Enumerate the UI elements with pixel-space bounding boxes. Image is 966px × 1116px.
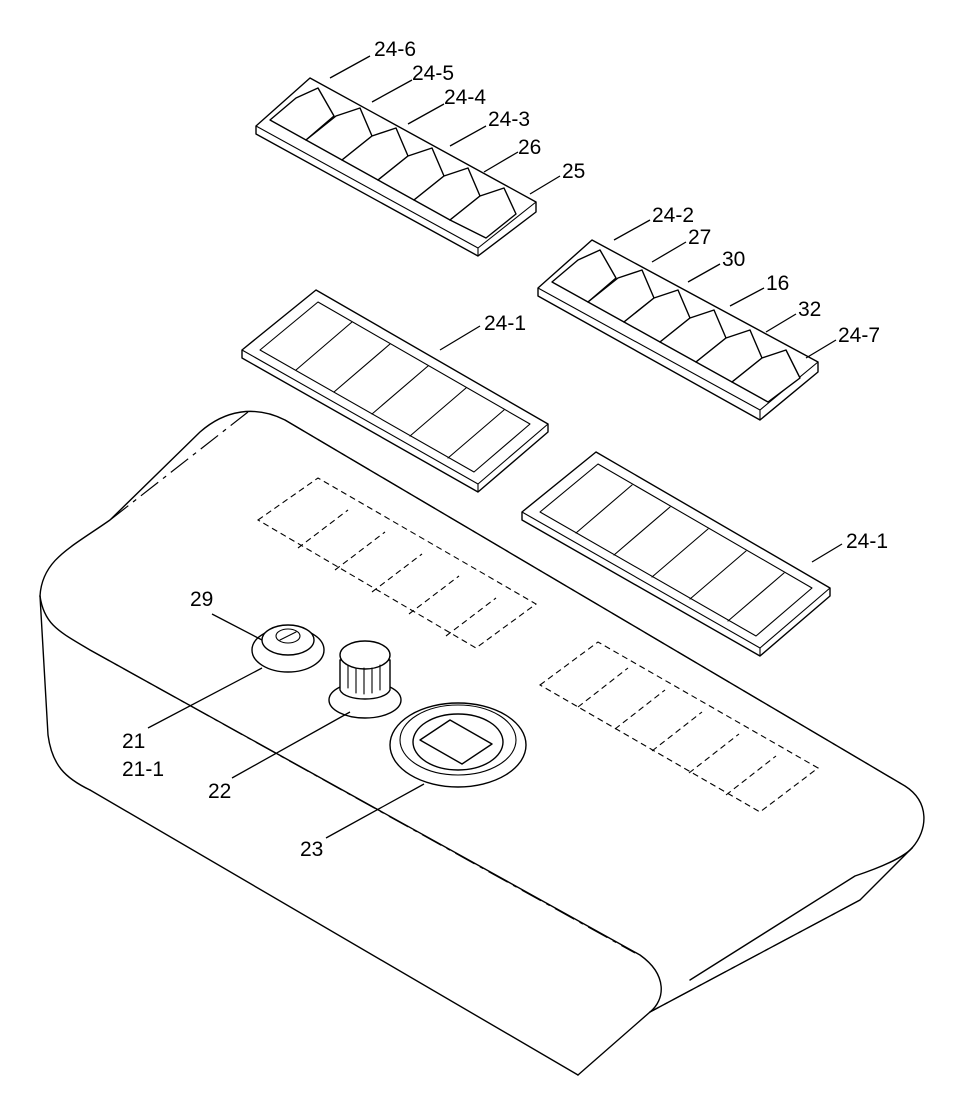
label-29: 29 — [190, 588, 213, 611]
panel-cutout-right — [538, 641, 819, 813]
label-21: 21 — [122, 730, 145, 753]
trackball — [389, 702, 527, 788]
key-switch — [251, 624, 325, 673]
label-24-1-upper: 24-1 — [484, 312, 526, 335]
label-24-2: 24-2 — [652, 204, 694, 227]
label-32: 32 — [798, 298, 821, 321]
label-30: 30 — [722, 248, 745, 271]
reference-labels: 24-6 24-5 24-4 24-3 26 25 24-2 27 30 16 … — [122, 38, 888, 861]
label-23: 23 — [300, 838, 323, 861]
console-housing — [39, 410, 925, 1076]
switch-block-lower — [537, 239, 819, 421]
label-24-1-lower: 24-1 — [846, 530, 888, 553]
bezel-frame-upper — [241, 289, 549, 493]
leader-lines — [147, 55, 843, 839]
label-24-3: 24-3 — [488, 108, 530, 131]
label-26: 26 — [518, 136, 541, 159]
label-27: 27 — [688, 226, 711, 249]
label-22: 22 — [208, 780, 231, 803]
label-21-1: 21-1 — [122, 758, 164, 781]
label-24-6: 24-6 — [374, 38, 416, 61]
label-24-5: 24-5 — [412, 62, 454, 85]
panel-cutout-left — [256, 477, 538, 649]
rotary-knob — [328, 640, 402, 719]
label-24-4: 24-4 — [444, 86, 486, 109]
label-16: 16 — [766, 272, 789, 295]
label-24-7: 24-7 — [838, 324, 880, 347]
switch-block-upper — [255, 77, 537, 257]
bezel-frame-lower — [521, 451, 831, 657]
label-25: 25 — [562, 160, 585, 183]
